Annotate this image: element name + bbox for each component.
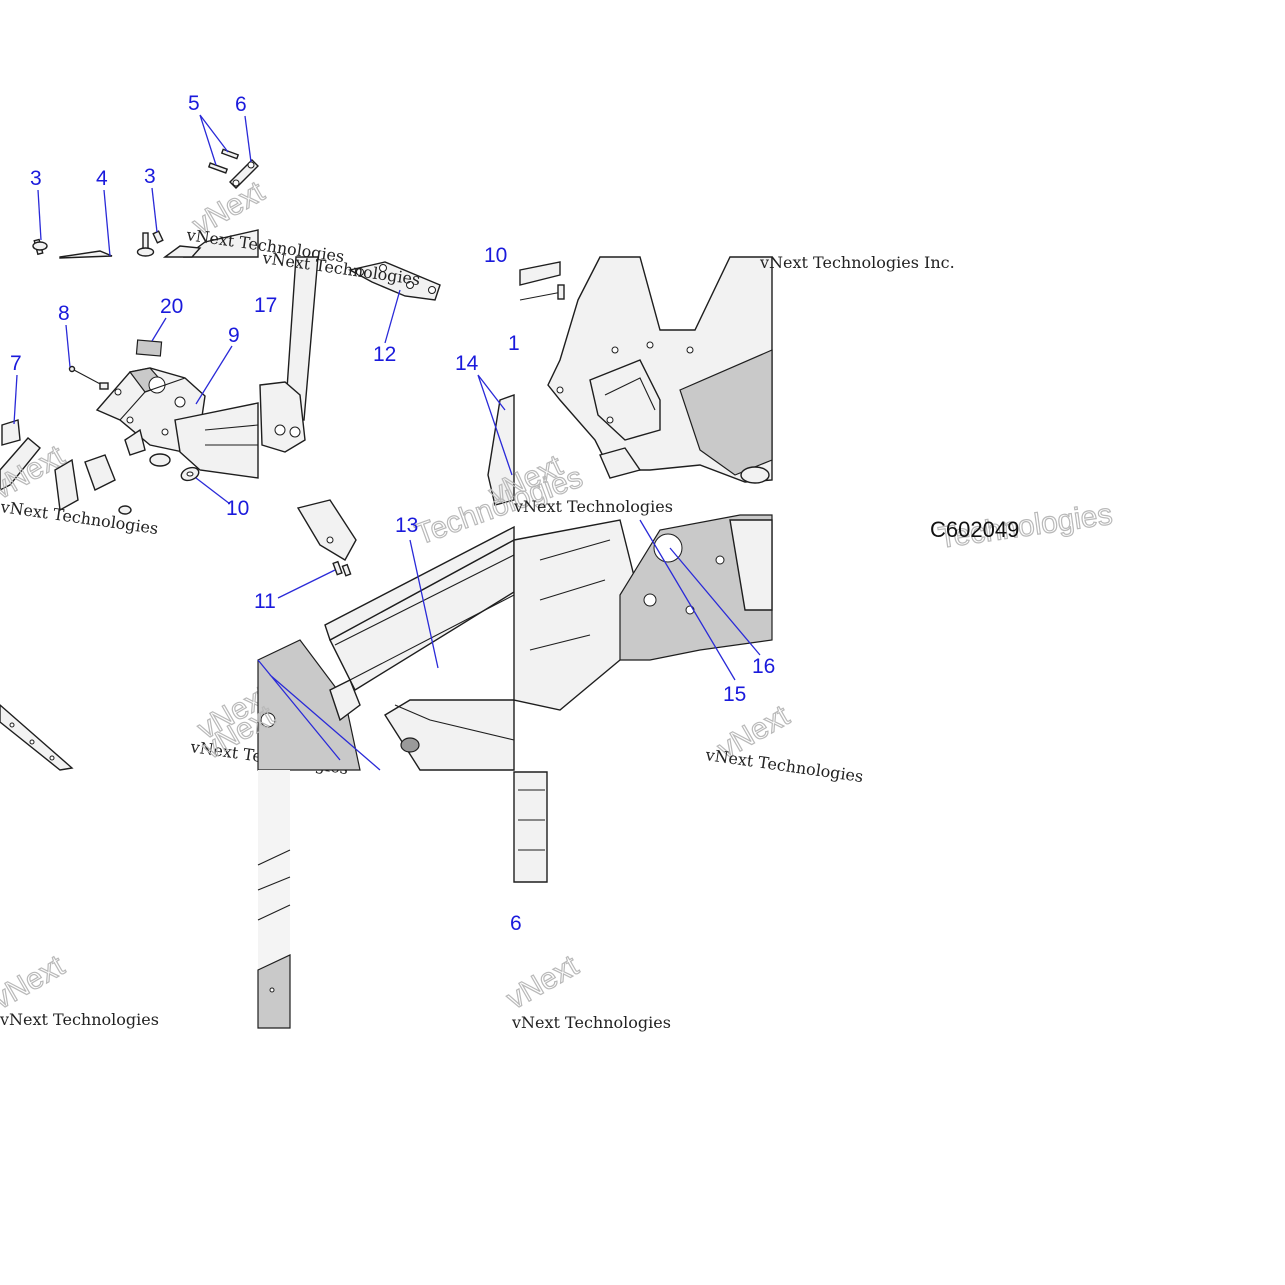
callout-label: 7 [10, 352, 22, 375]
leader-line [257, 659, 381, 771]
callout-label: 11 [254, 590, 276, 613]
mounting-plate-part [348, 261, 441, 301]
leader-line [477, 374, 513, 476]
frame-arm-part [182, 229, 259, 258]
tile-center-lower: Technologies vNext 13 11 [196, 460, 588, 771]
pin-part [68, 365, 109, 390]
callout-label: 20 [160, 295, 183, 318]
tile-bottom-strip: 6 vNext vNext Technologies vNext vNext T… [0, 770, 671, 1032]
leader-line [199, 114, 229, 166]
frame-rail-part [0, 704, 74, 771]
watermark-text: vNext Technologies [0, 497, 159, 538]
leader-line [669, 547, 761, 656]
callout-label: 13 [395, 514, 418, 537]
leader-line [244, 115, 252, 163]
callout-label: 10 [484, 244, 507, 267]
callout-label: 4 [96, 167, 108, 190]
leader-line [639, 519, 736, 681]
leader-line [37, 189, 42, 241]
leader-line [13, 374, 18, 425]
callout-label: 3 [144, 165, 156, 188]
washer-hole [186, 471, 194, 477]
callout-label: 10 [226, 497, 249, 520]
bolt-part [118, 505, 132, 515]
bolt-part [207, 148, 240, 174]
chassis-bulkhead-part [547, 256, 773, 484]
callout-label: 3 [30, 167, 42, 190]
frame-tube-part [174, 402, 259, 479]
leader-line [65, 324, 71, 368]
watermark-text: vNext Technologies [0, 1010, 159, 1029]
chassis-fragment [513, 771, 548, 883]
callout-label: 9 [228, 324, 240, 347]
tile-chassis-lower: vNext Technologies vNext vNext Technolog… [513, 497, 864, 786]
frame-tube-detail [204, 424, 259, 446]
bolt-part [519, 261, 561, 286]
chassis-fragment [518, 789, 545, 851]
bracket-part [296, 499, 357, 561]
leader-line [195, 345, 233, 405]
callout-label: 16 [752, 655, 775, 678]
leader-line [151, 187, 158, 233]
decal-part [135, 339, 163, 357]
callout-label: 5 [188, 92, 200, 115]
leader-line [409, 539, 439, 669]
watermark-text: vNext Technologies [703, 745, 864, 786]
tile-left-upper: vNext vNext Technologies 8 20 9 7 10 [0, 295, 259, 538]
bolt-part [332, 560, 352, 577]
leader-line [151, 317, 167, 342]
frame-rail-hole [29, 739, 35, 745]
callout-label: 6 [235, 93, 247, 116]
watermark-text: vNext Technologies Inc. [759, 253, 955, 272]
chassis-front-part [513, 514, 773, 711]
frame-fragment [257, 849, 291, 921]
frame-rail-hole [9, 722, 15, 728]
bolt-part [136, 230, 164, 257]
frame-tube-part [0, 437, 41, 491]
link-plate-part [229, 159, 259, 189]
leader-line [384, 289, 401, 344]
bracket-hole [326, 536, 334, 544]
leader-line [195, 477, 231, 505]
drawing-code: C602049 [930, 517, 1019, 542]
callout-label: 15 [723, 683, 746, 706]
bracket-part [162, 245, 202, 258]
tile-chassis-upper: vNext Technologies Inc. [519, 253, 955, 484]
frame-fragment-hole [269, 987, 275, 993]
clamp-part [124, 428, 171, 467]
watermark-text: vNext Technologies [511, 1013, 671, 1032]
bolt-part [557, 284, 565, 300]
tile-top-left: vNext vNext Technologies 3 4 3 5 6 [30, 92, 345, 266]
bolt-part [519, 291, 563, 301]
leader-line [277, 569, 336, 599]
tunnel-part [257, 525, 515, 771]
frame-rail-hole [49, 755, 55, 761]
frame-fragment [487, 394, 515, 506]
leader-line [103, 189, 111, 257]
clamp-part [84, 454, 116, 491]
bracket-part [59, 250, 113, 259]
callout-label: 6 [510, 912, 522, 935]
bracket-part [54, 458, 79, 512]
callout-label: 14 [455, 352, 479, 375]
callout-label: 17 [254, 294, 277, 317]
watermark-text: vNext Technologies [513, 497, 673, 516]
callout-label: 12 [373, 343, 396, 366]
bracket-part [1, 419, 21, 446]
watermark-ghost: vNext [501, 949, 584, 1016]
callout-label: 8 [58, 302, 70, 325]
steering-column-part [259, 256, 319, 453]
callout-label: 1 [508, 332, 520, 355]
bolt-part [32, 238, 48, 256]
watermark-ghost: vNext [0, 949, 70, 1016]
